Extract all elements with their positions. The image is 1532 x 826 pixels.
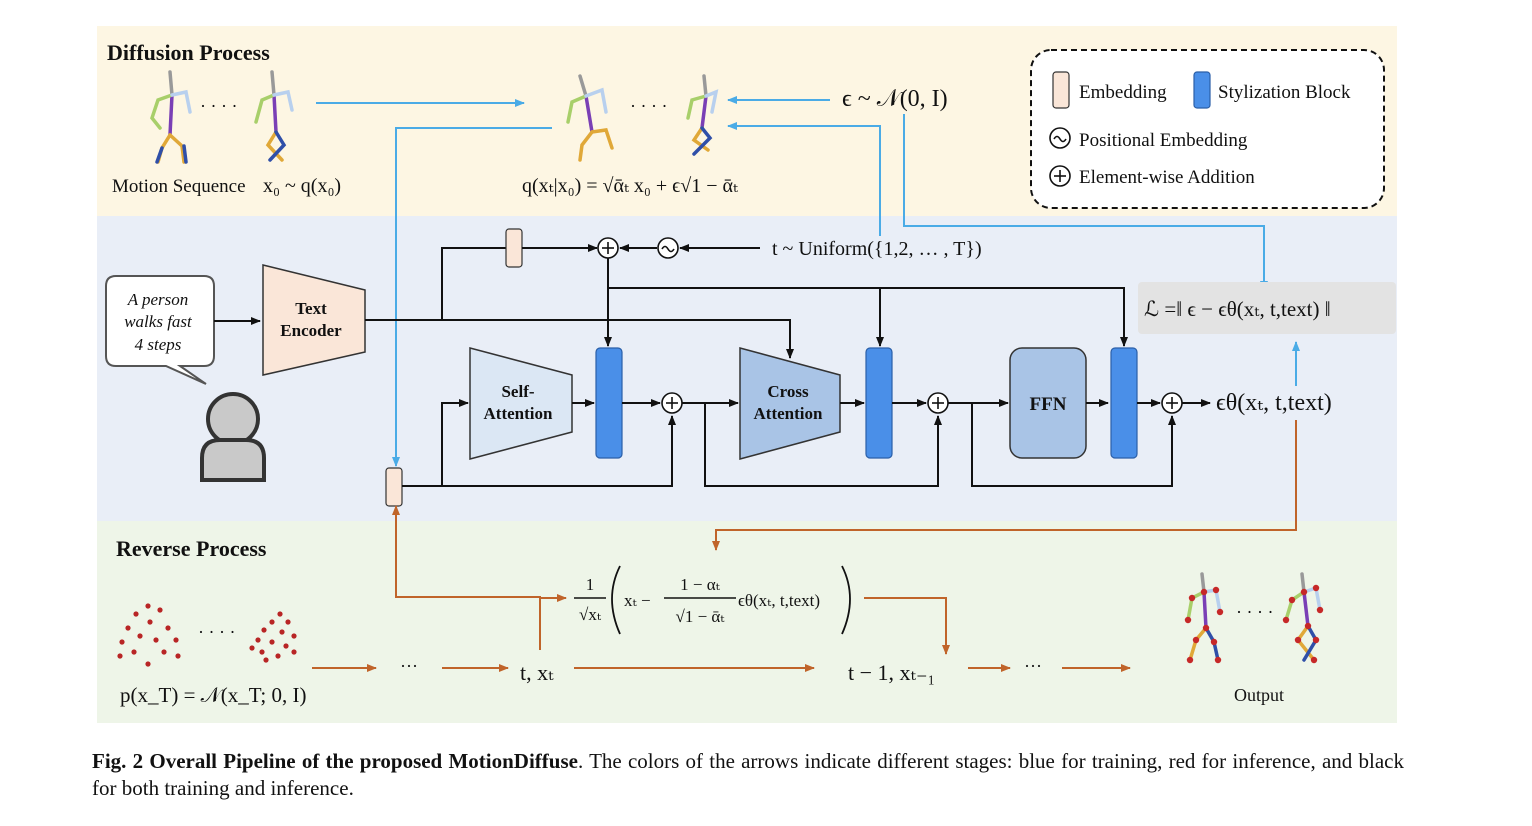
caption-bold: Fig. 2 Overall Pipeline of the proposed … (92, 749, 578, 773)
noise-formula: ϵ ~ 𝒩(0, I) (842, 86, 948, 112)
shared-arrow (971, 403, 1176, 487)
update-eps: ϵθ(xₜ, t,text) (738, 591, 820, 610)
shared-arrow (365, 319, 794, 359)
cross-attention-line-2: Attention (754, 404, 823, 423)
output-joints (1184, 586, 1224, 664)
timestep-label: t ~ Uniform({1,2, … , T}) (772, 238, 982, 260)
motion-dots: · · · · (200, 96, 237, 116)
output-label: Output (1234, 685, 1284, 705)
reverse-title: Reverse Process (116, 536, 267, 561)
motion-skeleton-icon (150, 70, 192, 164)
legend-stylization-swatch (1193, 71, 1211, 109)
prior-formula: p(x_T) = 𝒩(x_T; 0, I) (120, 683, 307, 707)
legend-stylization-label: Stylization Block (1218, 82, 1351, 103)
training-arrow (727, 122, 881, 236)
diffusion-title: Diffusion Process (107, 40, 270, 65)
reverse-ellipsis-2: ··· (1024, 656, 1042, 676)
loss-formula: ℒ =‖ ϵ − ϵθ(xₜ, t,text) ‖ (1144, 297, 1331, 321)
noisy-skeleton-icon (686, 74, 719, 156)
training-arrow (392, 127, 552, 467)
noisy-skeleton-icon (566, 74, 614, 162)
text-encoder-block (262, 264, 366, 376)
inference-arrow (712, 420, 1297, 551)
cross-attention-line-1: Cross (767, 382, 809, 401)
self-attention-line-2: Attention (484, 404, 553, 423)
noise-points-icon (249, 611, 297, 663)
time-embedding-block (385, 467, 403, 507)
motion-skeleton-icon (254, 70, 294, 162)
noise-points-icon (117, 603, 181, 667)
shared-arrow (704, 403, 942, 487)
update-formula: 1 √xₜ xₜ − 1 − αₜ √1 − ᾱₜ ϵθ(xₜ, t,text) (574, 565, 851, 635)
legend-positional-label: Positional Embedding (1079, 130, 1248, 151)
t-minus-1-label: t − 1, xₜ₋₁ (848, 660, 935, 685)
network-output: ϵθ(xₜ, t,text) (1216, 390, 1332, 416)
t-xt-label: t, xₜ (520, 660, 554, 685)
reverse-section-bg (97, 521, 1397, 723)
caption-rest: . The colors of the arrows indicate diff… (92, 749, 1405, 800)
update-inner-left: xₜ − (624, 591, 651, 610)
self-attention-block (469, 347, 573, 460)
legend: Embedding Stylization Block Positional E… (1030, 49, 1385, 209)
noisy-dots: · · · · (630, 96, 667, 116)
output-joints (1282, 584, 1324, 664)
text-encoder-line-1: Text (295, 299, 327, 318)
text-embedding-block (505, 228, 523, 268)
reverse-ellipsis: ··· (400, 656, 418, 676)
inference-arrow (864, 597, 950, 655)
ffn-label: FFN (1030, 394, 1067, 415)
loss-box (1138, 282, 1396, 334)
shared-arrow (442, 415, 676, 487)
stylization-block-3 (1110, 347, 1138, 459)
update-frac-den: √xₜ (579, 605, 602, 624)
text-encoder-line-2: Encoder (280, 321, 342, 340)
shared-arrow (608, 287, 1128, 347)
stylization-block-2 (865, 347, 893, 459)
prompt-line-1: A person (127, 290, 189, 309)
motion-sequence-formula: x₀ ~ q(x₀) (263, 175, 341, 197)
update-frac-num: 1 (586, 575, 595, 594)
legend-embedding-label: Embedding (1079, 82, 1167, 103)
prompt-line-3: 4 steps (135, 335, 182, 354)
update-inner-num: 1 − αₜ (680, 575, 720, 594)
prompt-bubble: A person walks fast 4 steps (105, 275, 215, 385)
legend-addition-label: Element-wise Addition (1079, 167, 1255, 188)
prompt-line-2: walks fast (124, 312, 193, 331)
update-inner-den: √1 − ᾱₜ (675, 607, 725, 626)
output-dots: · · · · (1236, 602, 1273, 622)
training-arrow (903, 114, 1268, 291)
shared-arrow (441, 247, 506, 320)
stylization-block-1 (595, 347, 623, 459)
inference-arrow (392, 505, 541, 650)
forward-formula: q(xₜ|x₀) = √ᾱₜ x₀ + ϵ√1 − ᾱₜ (522, 175, 738, 197)
figure-caption: Fig. 2 Overall Pipeline of the proposed … (92, 748, 1404, 802)
motion-sequence-label: Motion Sequence (112, 176, 246, 197)
noise-dots: · · · · (198, 622, 235, 642)
cross-attention-block (739, 347, 841, 460)
user-icon (200, 392, 266, 482)
legend-embedding-swatch (1052, 71, 1070, 109)
shared-arrow (441, 399, 469, 486)
self-attention-line-1: Self- (501, 382, 534, 401)
